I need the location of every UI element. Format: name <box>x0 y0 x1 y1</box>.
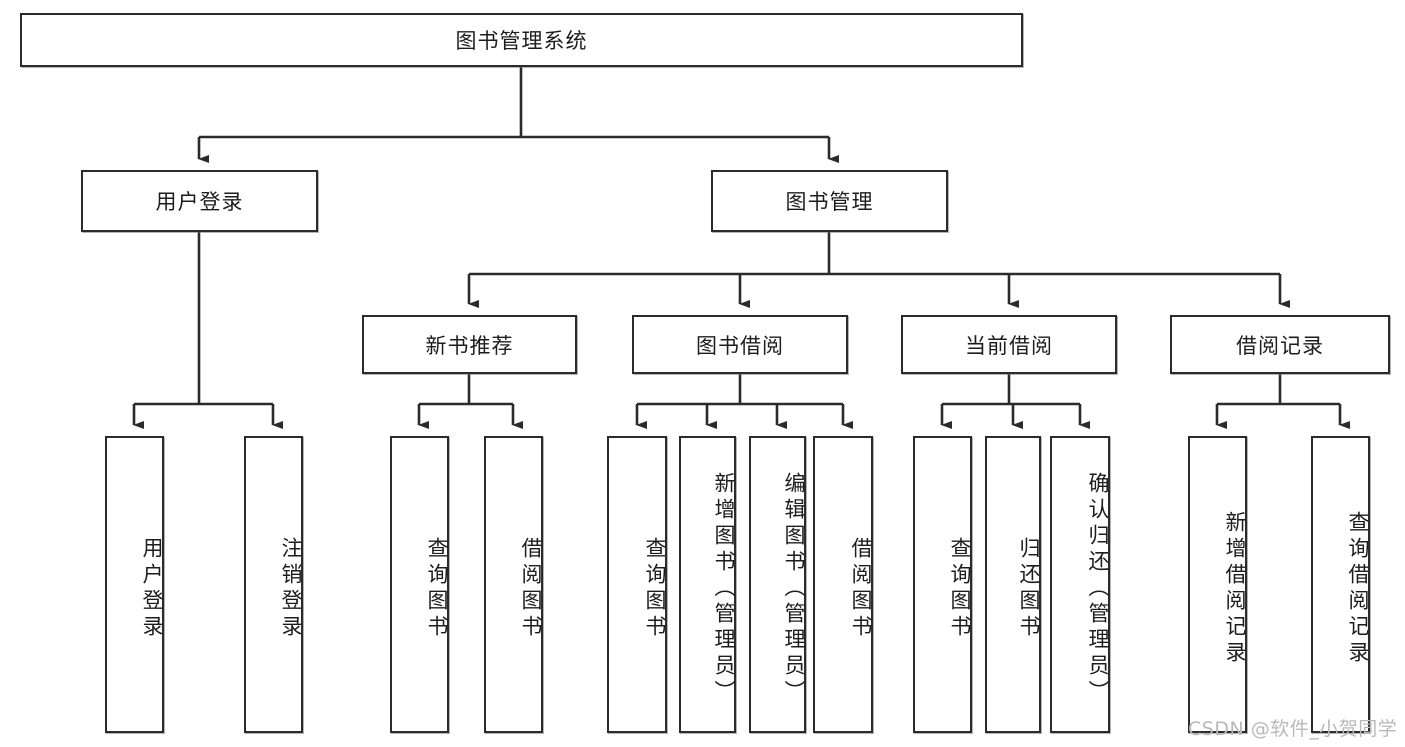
leaf-add-book-label: 新增图书（管理员） <box>712 471 736 706</box>
node-user-login[interactable]: 用户登录 <box>81 170 318 232</box>
leaf-query-book-2-label: 查询图书 <box>643 536 667 641</box>
leaf-add-record-label: 新增借阅记录 <box>1223 510 1247 667</box>
node-book-borrow-label: 图书借阅 <box>696 333 784 358</box>
leaf-query-book-2[interactable]: 查询图书 <box>607 436 667 733</box>
leaf-edit-book-label: 编辑图书（管理员） <box>782 471 806 706</box>
edge-bookmanage-to-level3 <box>467 232 1290 308</box>
leaf-return-book-label: 归还图书 <box>1017 536 1041 641</box>
leaf-query-book-3[interactable]: 查询图书 <box>913 436 972 733</box>
node-book-manage-label: 图书管理 <box>785 190 874 214</box>
edge-currentborrow-to-leaves <box>940 374 1090 429</box>
leaf-user-login-label: 用户登录 <box>140 536 164 641</box>
node-root-label: 图书管理系统 <box>455 29 588 53</box>
node-new-book-rec[interactable]: 新书推荐 <box>362 315 577 374</box>
leaf-confirm-return-label: 确认归还（管理员） <box>1086 471 1110 706</box>
leaf-borrow-book-1-label: 借阅图书 <box>519 536 543 641</box>
node-borrow-record[interactable]: 借阅记录 <box>1170 315 1390 374</box>
node-user-login-label: 用户登录 <box>155 190 244 214</box>
node-current-borrow-label: 当前借阅 <box>965 333 1053 358</box>
edge-userlogin-to-leaves <box>132 232 283 429</box>
edge-bookborrow-to-leaves <box>635 374 853 429</box>
leaf-query-record[interactable]: 查询借阅记录 <box>1311 436 1370 733</box>
leaf-query-book-3-label: 查询图书 <box>948 536 972 641</box>
node-current-borrow[interactable]: 当前借阅 <box>901 315 1117 374</box>
leaf-add-record[interactable]: 新增借阅记录 <box>1188 436 1247 733</box>
leaf-query-book-1[interactable]: 查询图书 <box>390 436 449 733</box>
leaf-query-record-label: 查询借阅记录 <box>1346 510 1370 667</box>
node-book-manage[interactable]: 图书管理 <box>711 170 948 232</box>
edge-borrowrecord-to-leaves <box>1215 374 1350 429</box>
leaf-logout[interactable]: 注销登录 <box>244 436 303 733</box>
csdn-watermark: CSDN @软件_小贺同学 <box>1188 718 1398 740</box>
leaf-return-book[interactable]: 归还图书 <box>985 436 1041 733</box>
edge-root-to-level2 <box>197 67 839 163</box>
leaf-borrow-book-2[interactable]: 借阅图书 <box>813 436 873 733</box>
node-borrow-record-label: 借阅记录 <box>1236 333 1324 358</box>
node-root[interactable]: 图书管理系统 <box>20 13 1023 67</box>
leaf-borrow-book-2-label: 借阅图书 <box>849 536 873 641</box>
leaf-add-book[interactable]: 新增图书（管理员） <box>679 436 736 733</box>
leaf-confirm-return[interactable]: 确认归还（管理员） <box>1050 436 1110 733</box>
leaf-query-book-1-label: 查询图书 <box>425 536 449 641</box>
node-book-borrow[interactable]: 图书借阅 <box>632 315 848 374</box>
leaf-logout-label: 注销登录 <box>279 536 303 641</box>
leaf-borrow-book-1[interactable]: 借阅图书 <box>484 436 543 733</box>
leaf-edit-book[interactable]: 编辑图书（管理员） <box>749 436 806 733</box>
node-new-book-rec-label: 新书推荐 <box>425 333 514 358</box>
leaf-user-login[interactable]: 用户登录 <box>105 436 164 733</box>
edge-newbookrec-to-leaves <box>417 374 523 429</box>
